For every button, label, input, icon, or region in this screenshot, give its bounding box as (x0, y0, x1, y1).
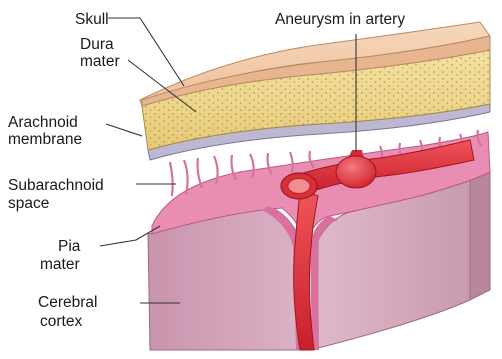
label-dura-line1: Dura (80, 36, 114, 53)
label-dura-line2: mater (80, 53, 120, 70)
label-aneurysm: Aneurysm in artery (275, 11, 405, 28)
aneurysm-sac (336, 156, 376, 188)
leader-arachnoid (106, 124, 142, 136)
label-pia-line1: Pia (58, 238, 81, 255)
label-subarachnoid-line2: space (8, 195, 49, 212)
label-skull: Skull (75, 11, 109, 28)
label-subarachnoid-line1: Subarachnoid (8, 177, 104, 194)
label-arachnoid-line2: membrane (8, 131, 82, 148)
label-arachnoid-line1: Arachnoid (8, 114, 78, 131)
label-pia-line2: mater (40, 256, 80, 273)
leader-skull (108, 18, 184, 86)
label-cortex-line2: cortex (40, 313, 82, 330)
label-cortex-line1: Cerebral (38, 294, 97, 311)
